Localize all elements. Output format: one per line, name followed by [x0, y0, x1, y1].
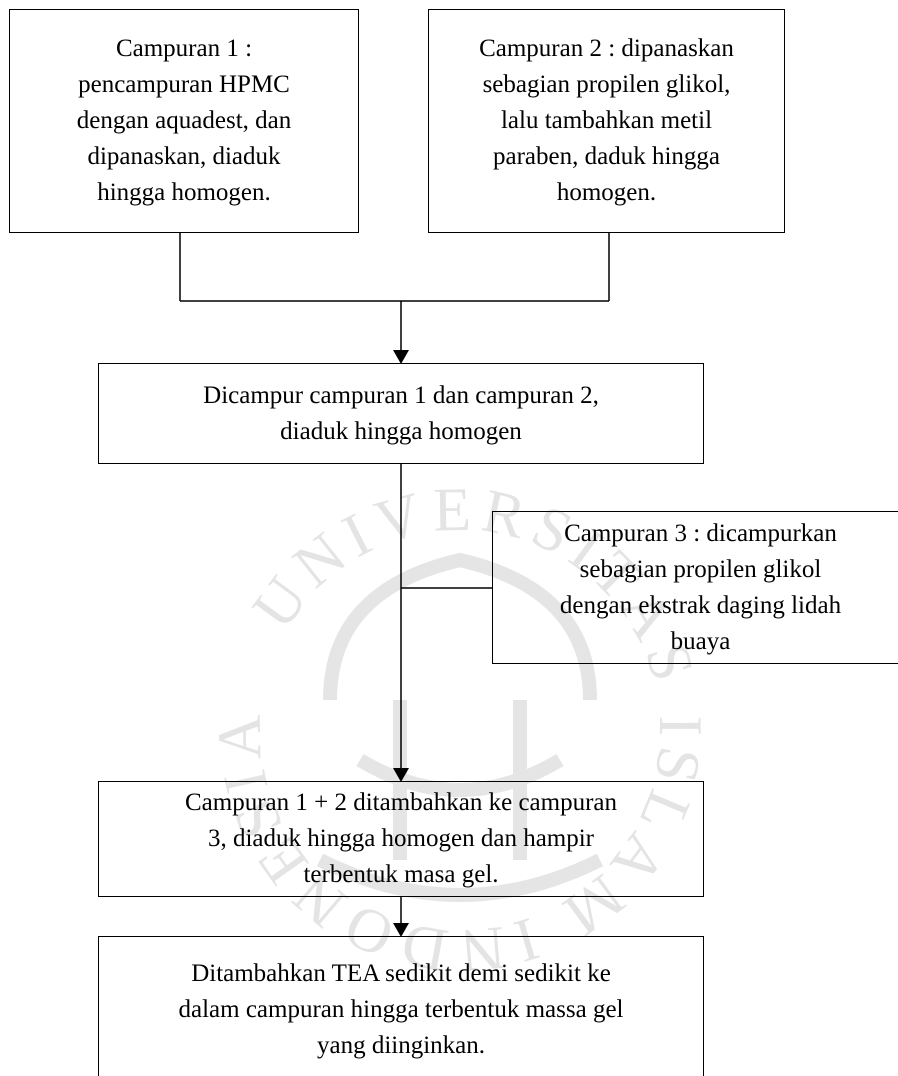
step-text-tea: Ditambahkan TEA sedikit demi sedikit ke … [178, 959, 624, 1059]
step-text-ditambahkan-campuran-3: Campuran 1 + 2 ditambahkan ke campuran 3… [184, 789, 618, 888]
step-text-campuran-1: Campuran 1 : pencampuran HPMC dengan aqu… [76, 35, 292, 206]
step-text-campuran-2: Campuran 2 : dipanaskan sebagian propile… [479, 35, 734, 206]
step-box-campuran-2: Campuran 2 : dipanaskan sebagian propile… [428, 9, 785, 233]
step-box-campuran-3: Campuran 3 : dicampurkan sebagian propil… [492, 511, 898, 664]
step-box-ditambahkan-campuran-3: Campuran 1 + 2 ditambahkan ke campuran 3… [98, 781, 704, 897]
step-text-campuran-3: Campuran 3 : dicampurkan sebagian propil… [559, 519, 842, 655]
step-text-dicampur: Dicampur campuran 1 dan campuran 2, diad… [203, 381, 599, 445]
step-box-campuran-1: Campuran 1 : pencampuran HPMC dengan aqu… [9, 9, 359, 233]
step-box-tea: Ditambahkan TEA sedikit demi sedikit ke … [98, 936, 704, 1076]
step-box-dicampur: Dicampur campuran 1 dan campuran 2, diad… [98, 363, 704, 464]
